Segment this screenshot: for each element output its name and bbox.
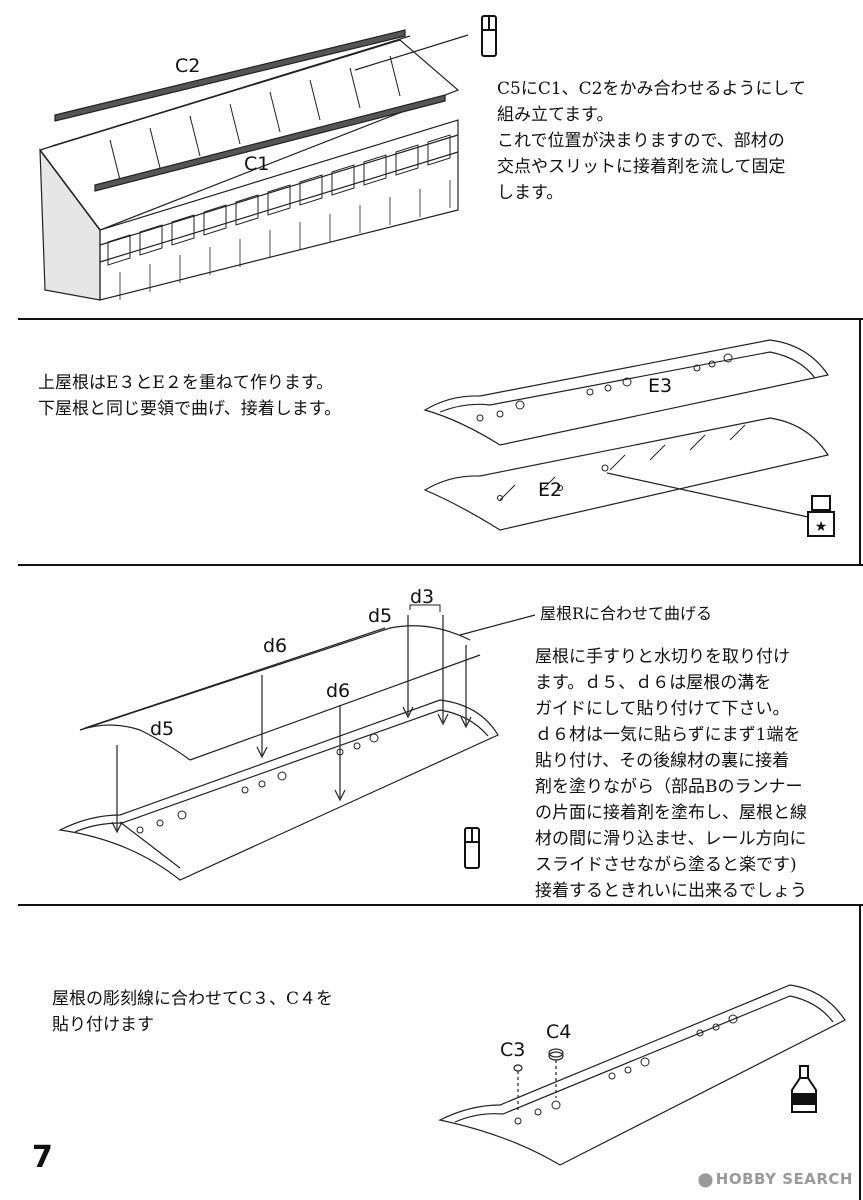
part-label-d6: d6 [263, 635, 287, 657]
bend-to-roof-note: 屋根Rに合わせて曲げる [540, 604, 713, 623]
part-label-c4: C4 [546, 1021, 571, 1043]
part-label-d6: d6 [326, 680, 350, 702]
page-edge-line [859, 904, 861, 1200]
step4-roof-vents-illustration [438, 984, 846, 1166]
glue-bottle-icon [481, 15, 497, 57]
part-label-d5: d5 [150, 718, 174, 740]
step3-instructions: 屋根に手すりと水切りを取り付け ます。ｄ５、ｄ６は屋根の溝を ガイドにして貼り付… [535, 647, 807, 901]
part-label-e2: E2 [538, 479, 562, 501]
step3-roof-handrails-illustration [58, 604, 536, 881]
step1-car-body-illustration [39, 29, 469, 301]
part-label-c3: C3 [500, 1039, 525, 1061]
svg-text:★: ★ [815, 519, 828, 535]
step2-roof-panels-illustration [423, 339, 829, 531]
hobby-search-logo-icon: ⬤ [697, 1172, 714, 1188]
section-divider [18, 904, 863, 906]
page-number: 7 [32, 1140, 53, 1175]
part-label-d5: d5 [368, 605, 392, 627]
step4-instructions: 屋根の彫刻線に合わせてC３、C４を 貼り付けます [52, 989, 334, 1035]
section-divider [18, 318, 863, 320]
glue-bottle-icon [464, 827, 480, 869]
star-tool-icon: ★ [807, 495, 835, 537]
page-edge-line [859, 318, 861, 564]
cement-bottle-icon [791, 1065, 817, 1113]
section-divider [18, 564, 863, 566]
step1-instructions: C5にC1、C2をかみ合わせるようにして 組み立てます。 これで位置が決まります… [497, 79, 806, 203]
part-label-e3: E3 [648, 375, 672, 397]
step2-instructions: 上屋根はE３とE２を重ねて作ります。 下屋根と同じ要領で曲げ、接着します。 [38, 373, 342, 419]
part-label-d3: d3 [410, 586, 434, 608]
part-label-c1: C1 [244, 153, 269, 175]
watermark-text: HOBBY SEARCH [715, 1170, 853, 1188]
part-label-c2: C2 [175, 55, 200, 77]
watermark: ⬤HOBBY SEARCH [698, 1170, 853, 1188]
